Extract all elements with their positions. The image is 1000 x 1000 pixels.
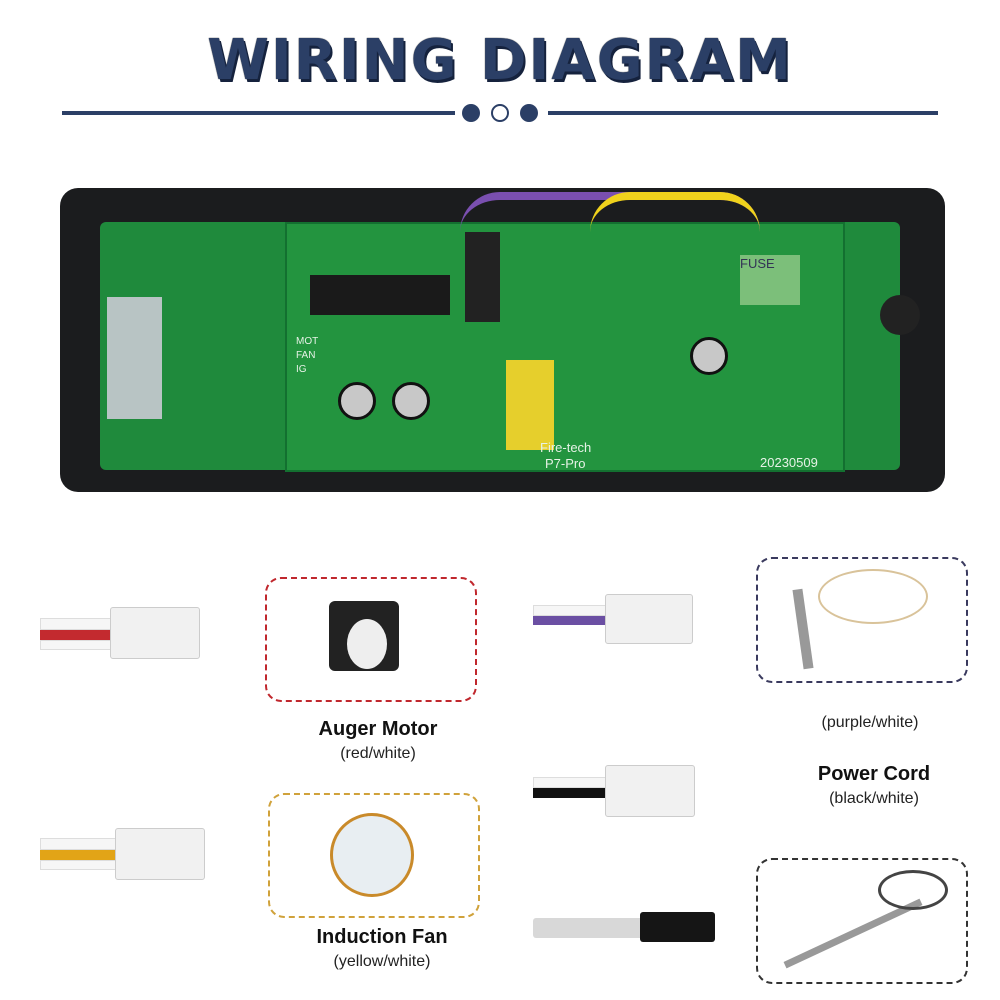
black-white-cable <box>533 777 613 798</box>
dot-icon <box>491 104 509 122</box>
capacitor <box>338 382 376 420</box>
red-white-cable <box>40 618 120 650</box>
connector <box>115 828 205 880</box>
component-name: Power Cord <box>817 763 931 785</box>
rtd-probe-frame <box>756 858 968 984</box>
induction-fan-frame <box>268 793 480 918</box>
transistors <box>310 275 450 315</box>
relay <box>465 232 500 322</box>
port-labels: MOT FAN IG <box>296 336 319 375</box>
display-connector <box>107 297 162 419</box>
dot-icon <box>520 104 538 122</box>
capacitor <box>690 337 728 375</box>
board-brand: Fire-tech <box>540 440 592 455</box>
component-name: Auger Motor <box>318 718 438 740</box>
page-title: WIRING DIAGRAM <box>207 28 793 93</box>
connector <box>605 765 695 817</box>
yellow-wire <box>590 192 760 232</box>
board-date: 20230509 <box>760 455 818 470</box>
divider-right <box>548 111 938 115</box>
dot-icon <box>462 104 480 122</box>
yellow-white-cable <box>40 838 120 870</box>
component-wires: (purple/white) <box>821 714 919 731</box>
board-model: P7-Pro <box>545 456 586 471</box>
component-wires: (black/white) <box>829 790 919 807</box>
fuse-holder: FUSE <box>740 255 800 305</box>
probe-connector <box>640 912 715 942</box>
meat-probe-frame <box>756 557 968 683</box>
capacitor <box>392 382 430 420</box>
connector <box>110 607 200 659</box>
divider-left <box>62 111 455 115</box>
component-wires: (yellow/white) <box>333 953 431 970</box>
buzzer <box>880 295 920 335</box>
auger-motor-frame <box>265 577 477 702</box>
transformer <box>506 360 554 450</box>
connector <box>605 594 693 644</box>
component-wires: (red/white) <box>340 745 416 762</box>
probe-cable <box>533 918 643 938</box>
purple-white-cable <box>533 605 613 625</box>
component-name: Induction Fan <box>316 926 448 948</box>
